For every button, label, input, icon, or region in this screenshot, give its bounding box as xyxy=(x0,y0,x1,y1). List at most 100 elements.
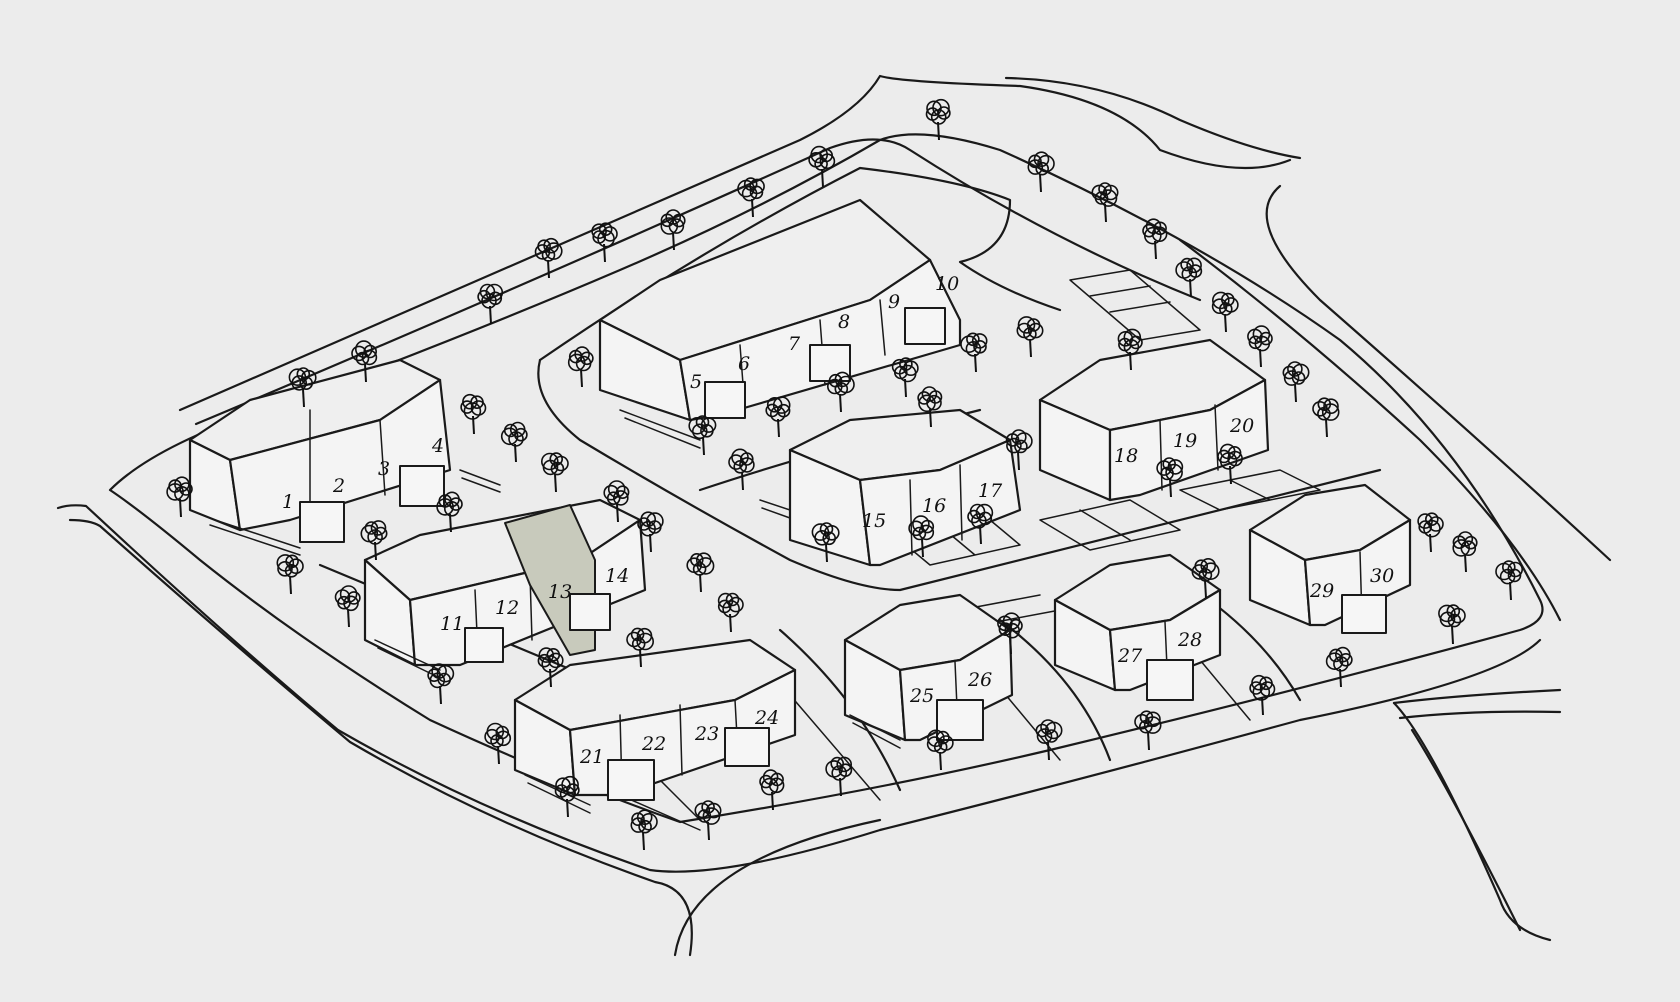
terrace-row-29-30 xyxy=(1248,483,1412,634)
tree-icon xyxy=(1027,151,1055,193)
trees xyxy=(166,98,1523,851)
plot-label-12: 12 xyxy=(495,597,519,619)
tree-icon xyxy=(567,346,594,388)
plot-label-1: 1 xyxy=(282,491,294,513)
terrace-row-21-24 xyxy=(513,638,797,814)
tree-icon xyxy=(1005,429,1033,471)
plot-label-5: 5 xyxy=(690,371,702,393)
plot-label-3: 3 xyxy=(378,458,390,480)
tree-icon xyxy=(1282,361,1310,403)
tree-icon xyxy=(728,448,755,491)
terrace-row-27-28 xyxy=(1053,553,1222,701)
tree-icon xyxy=(1191,557,1220,599)
plot-label-30: 30 xyxy=(1370,565,1394,587)
tree-icon xyxy=(1217,443,1243,485)
plot-label-17: 17 xyxy=(978,480,1003,502)
terrace-row-5-10 xyxy=(598,198,962,449)
tree-icon xyxy=(626,627,655,668)
tree-icon xyxy=(1495,560,1523,601)
plot-label-23: 23 xyxy=(694,723,719,745)
tree-icon xyxy=(630,809,658,851)
tree-icon xyxy=(997,612,1023,655)
plot-label-4: 4 xyxy=(431,435,444,457)
plot-label-11: 11 xyxy=(440,613,464,635)
plot-label-28: 28 xyxy=(1177,629,1202,651)
plot-label-7: 7 xyxy=(788,333,801,355)
tree-icon xyxy=(737,177,765,218)
tree-icon xyxy=(540,452,569,493)
tree-icon xyxy=(1035,719,1063,761)
plot-label-6: 6 xyxy=(738,353,750,375)
tree-icon xyxy=(917,386,943,428)
tree-icon xyxy=(534,237,563,279)
tree-icon xyxy=(1312,397,1340,438)
plot-label-22: 22 xyxy=(641,733,666,755)
plot-label-14: 14 xyxy=(605,565,629,587)
tree-icon xyxy=(1249,674,1276,716)
plot-label-25: 25 xyxy=(909,685,934,707)
tree-icon xyxy=(1417,512,1444,553)
tree-icon xyxy=(537,647,564,688)
tree-icon xyxy=(926,729,954,771)
tree-icon xyxy=(334,585,361,628)
plot-label-16: 16 xyxy=(922,495,946,517)
tree-icon xyxy=(765,396,791,438)
plot-label-13: 13 xyxy=(548,581,572,603)
terrace-row-11-14 xyxy=(363,498,647,679)
tree-icon xyxy=(925,98,951,141)
tree-icon xyxy=(1091,182,1119,223)
terrace-row-18-20 xyxy=(1038,338,1270,502)
plot-label-29: 29 xyxy=(1309,580,1334,602)
tree-icon xyxy=(460,393,487,435)
tree-icon xyxy=(554,775,580,818)
plot-label-21: 21 xyxy=(579,746,604,768)
tree-icon xyxy=(759,769,785,811)
tree-icon xyxy=(591,222,618,263)
tree-icon xyxy=(166,476,193,518)
tree-icon xyxy=(1117,328,1143,371)
plot-labels: 1 2 3 4 5 6 7 8 9 10 11 12 13 14 15 16 1… xyxy=(282,273,1394,768)
plot-label-18: 18 xyxy=(1114,445,1138,467)
tree-icon xyxy=(717,592,744,633)
tree-icon xyxy=(660,209,686,251)
tree-icon xyxy=(1438,604,1466,645)
tree-icon xyxy=(500,421,528,463)
plot-label-10: 10 xyxy=(935,273,959,295)
plot-label-24: 24 xyxy=(754,707,779,729)
tree-icon xyxy=(967,503,994,545)
plot-label-9: 9 xyxy=(888,291,900,313)
tree-icon xyxy=(1247,325,1273,368)
tree-icon xyxy=(1452,531,1478,573)
tree-icon xyxy=(825,756,853,797)
tree-icon xyxy=(484,722,512,765)
plot-label-19: 19 xyxy=(1173,430,1197,452)
tree-icon xyxy=(276,554,304,595)
terrace-row-25-26 xyxy=(843,593,1014,749)
tree-icon xyxy=(808,145,836,188)
tree-icon xyxy=(288,367,317,408)
tree-icon xyxy=(637,511,664,553)
tree-icon xyxy=(1156,457,1184,498)
tree-icon xyxy=(351,340,378,383)
tree-icon xyxy=(908,515,935,558)
tree-icon xyxy=(436,491,463,533)
plot-label-20: 20 xyxy=(1229,415,1254,437)
tree-icon xyxy=(603,480,630,523)
tree-icon xyxy=(1211,291,1239,333)
terrace-row-15-17 xyxy=(759,408,1022,567)
tree-icon xyxy=(694,800,722,841)
tree-icon xyxy=(891,357,919,398)
tree-icon xyxy=(1016,316,1044,358)
tree-icon xyxy=(427,663,455,705)
plot-label-26: 26 xyxy=(967,669,992,691)
tree-icon xyxy=(1142,218,1168,260)
tree-icon xyxy=(1175,257,1203,298)
terrace-row-1-4 xyxy=(188,358,501,556)
tree-icon xyxy=(960,332,988,373)
tree-icon xyxy=(1134,710,1162,751)
tree-icon xyxy=(1325,646,1353,688)
tree-icon xyxy=(826,371,855,413)
plot-label-2: 2 xyxy=(332,475,345,497)
tree-icon xyxy=(477,283,504,325)
